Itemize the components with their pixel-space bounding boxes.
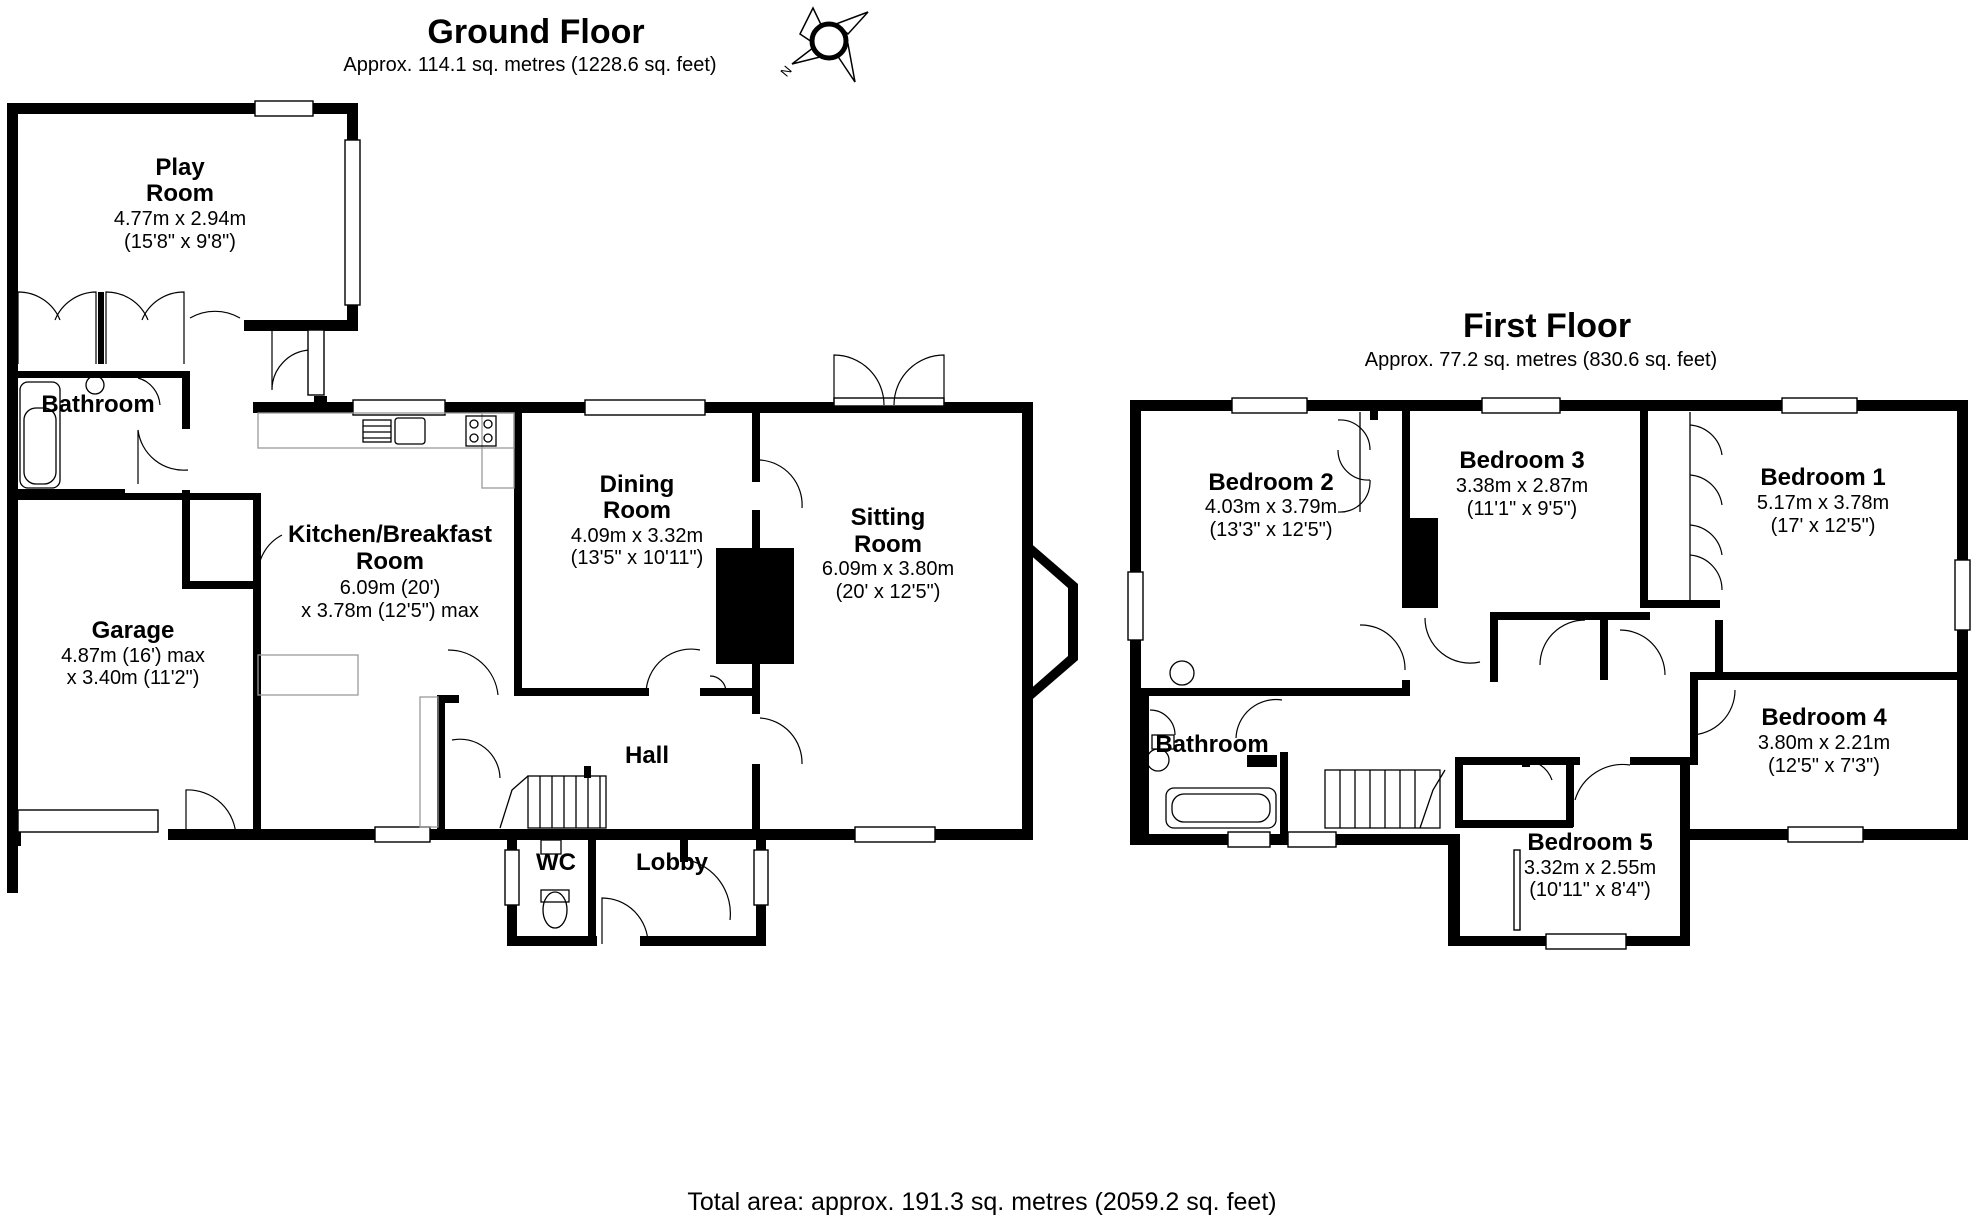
ground-floor-area: Approx. 114.1 sq. metres (1228.6 sq. fee…: [343, 54, 716, 76]
room-dimensions-imperial: (20' x 12'5"): [836, 581, 941, 603]
room-dimensions-imperial: (15'8" x 9'8"): [124, 231, 236, 253]
room-bedroom-4: Bedroom 4 3.80m x 2.21m (12'5" x 7'3"): [1758, 704, 1890, 777]
room-sitting: Sitting Room 6.09m x 3.80m (20' x 12'5"): [822, 504, 954, 603]
room-dimensions: 3.32m x 2.55m: [1524, 857, 1656, 879]
room-name-line2: Room: [854, 531, 922, 558]
room-bedroom-5: Bedroom 5 3.32m x 2.55m (10'11" x 8'4"): [1524, 829, 1656, 901]
room-dimensions: 4.03m x 3.79m: [1205, 496, 1337, 518]
room-name: Bedroom 4: [1761, 704, 1887, 731]
room-wc: WC: [536, 849, 576, 876]
first-floor-windows: [1127, 397, 1971, 950]
first-floor-fittings: [1146, 412, 1736, 829]
room-dimensions: 4.09m x 3.32m: [571, 525, 703, 547]
room-dimensions-imperial: x 3.78m (12'5") max: [301, 600, 479, 622]
room-bathroom-ground: Bathroom: [41, 391, 154, 418]
room-lobby: Lobby: [636, 849, 709, 876]
room-name-line1: Sitting: [851, 504, 926, 531]
first-floor-area: Approx. 77.2 sq. metres (830.6 sq. feet): [1365, 349, 1717, 371]
room-name-line2: Room: [146, 180, 214, 207]
room-name-line2: Room: [356, 548, 424, 575]
room-dimensions-imperial: (11'1" x 9'5"): [1467, 498, 1577, 520]
room-dimensions: 3.38m x 2.87m: [1456, 475, 1588, 497]
room-play-room: Play Room 4.77m x 2.94m (15'8" x 9'8"): [114, 154, 246, 253]
room-hall: Hall: [625, 742, 669, 769]
room-name: Bedroom 5: [1527, 829, 1652, 856]
room-bedroom-3: Bedroom 3 3.38m x 2.87m (11'1" x 9'5"): [1456, 447, 1588, 520]
room-dimensions-imperial: (13'5" x 10'11"): [571, 547, 704, 569]
room-dimensions: 3.80m x 2.21m: [1758, 732, 1890, 754]
compass-icon: N: [777, 6, 869, 83]
room-name: Bedroom 2: [1208, 469, 1333, 496]
room-dimensions: 5.17m x 3.78m: [1757, 492, 1889, 514]
room-name-line1: Play: [155, 154, 205, 181]
room-name: Bedroom 3: [1459, 447, 1584, 474]
room-dimensions-imperial: (12'5" x 7'3"): [1768, 755, 1880, 777]
room-name: Bedroom 1: [1760, 464, 1885, 491]
ground-floor-fittings: [17, 291, 945, 946]
room-name-line1: Kitchen/Breakfast: [288, 521, 492, 548]
room-name-line1: Dining: [600, 471, 675, 498]
room-garage: Garage 4.87m (16') max x 3.40m (11'2"): [61, 617, 205, 689]
room-bathroom-first: Bathroom: [1155, 731, 1268, 758]
ground-floor-heading: Ground Floor: [427, 13, 644, 51]
compass-north-label: N: [777, 63, 795, 80]
room-dimensions-imperial: x 3.40m (11'2"): [67, 667, 200, 689]
room-dimensions: 6.09m x 3.80m: [822, 558, 954, 580]
room-dining: Dining Room 4.09m x 3.32m (13'5" x 10'11…: [571, 471, 704, 569]
first-floor-heading: First Floor: [1463, 307, 1631, 345]
room-bedroom-2: Bedroom 2 4.03m x 3.79m (13'3" x 12'5"): [1205, 469, 1337, 541]
room-dimensions-imperial: (13'3" x 12'5"): [1209, 519, 1332, 541]
room-dimensions-imperial: (17' x 12'5"): [1771, 515, 1876, 537]
room-dimensions-imperial: (10'11" x 8'4"): [1529, 879, 1651, 901]
room-dimensions: 6.09m (20'): [340, 577, 441, 599]
total-area: Total area: approx. 191.3 sq. metres (20…: [687, 1188, 1276, 1216]
ground-floor-windows: [17, 100, 1078, 906]
room-name-line2: Room: [603, 497, 671, 524]
room-name: Garage: [92, 617, 175, 644]
room-dimensions: 4.87m (16') max: [61, 645, 205, 667]
room-bedroom-1: Bedroom 1 5.17m x 3.78m (17' x 12'5"): [1757, 464, 1889, 537]
room-kitchen-breakfast: Kitchen/Breakfast Room 6.09m (20') x 3.7…: [288, 521, 492, 622]
room-dimensions: 4.77m x 2.94m: [114, 208, 246, 230]
